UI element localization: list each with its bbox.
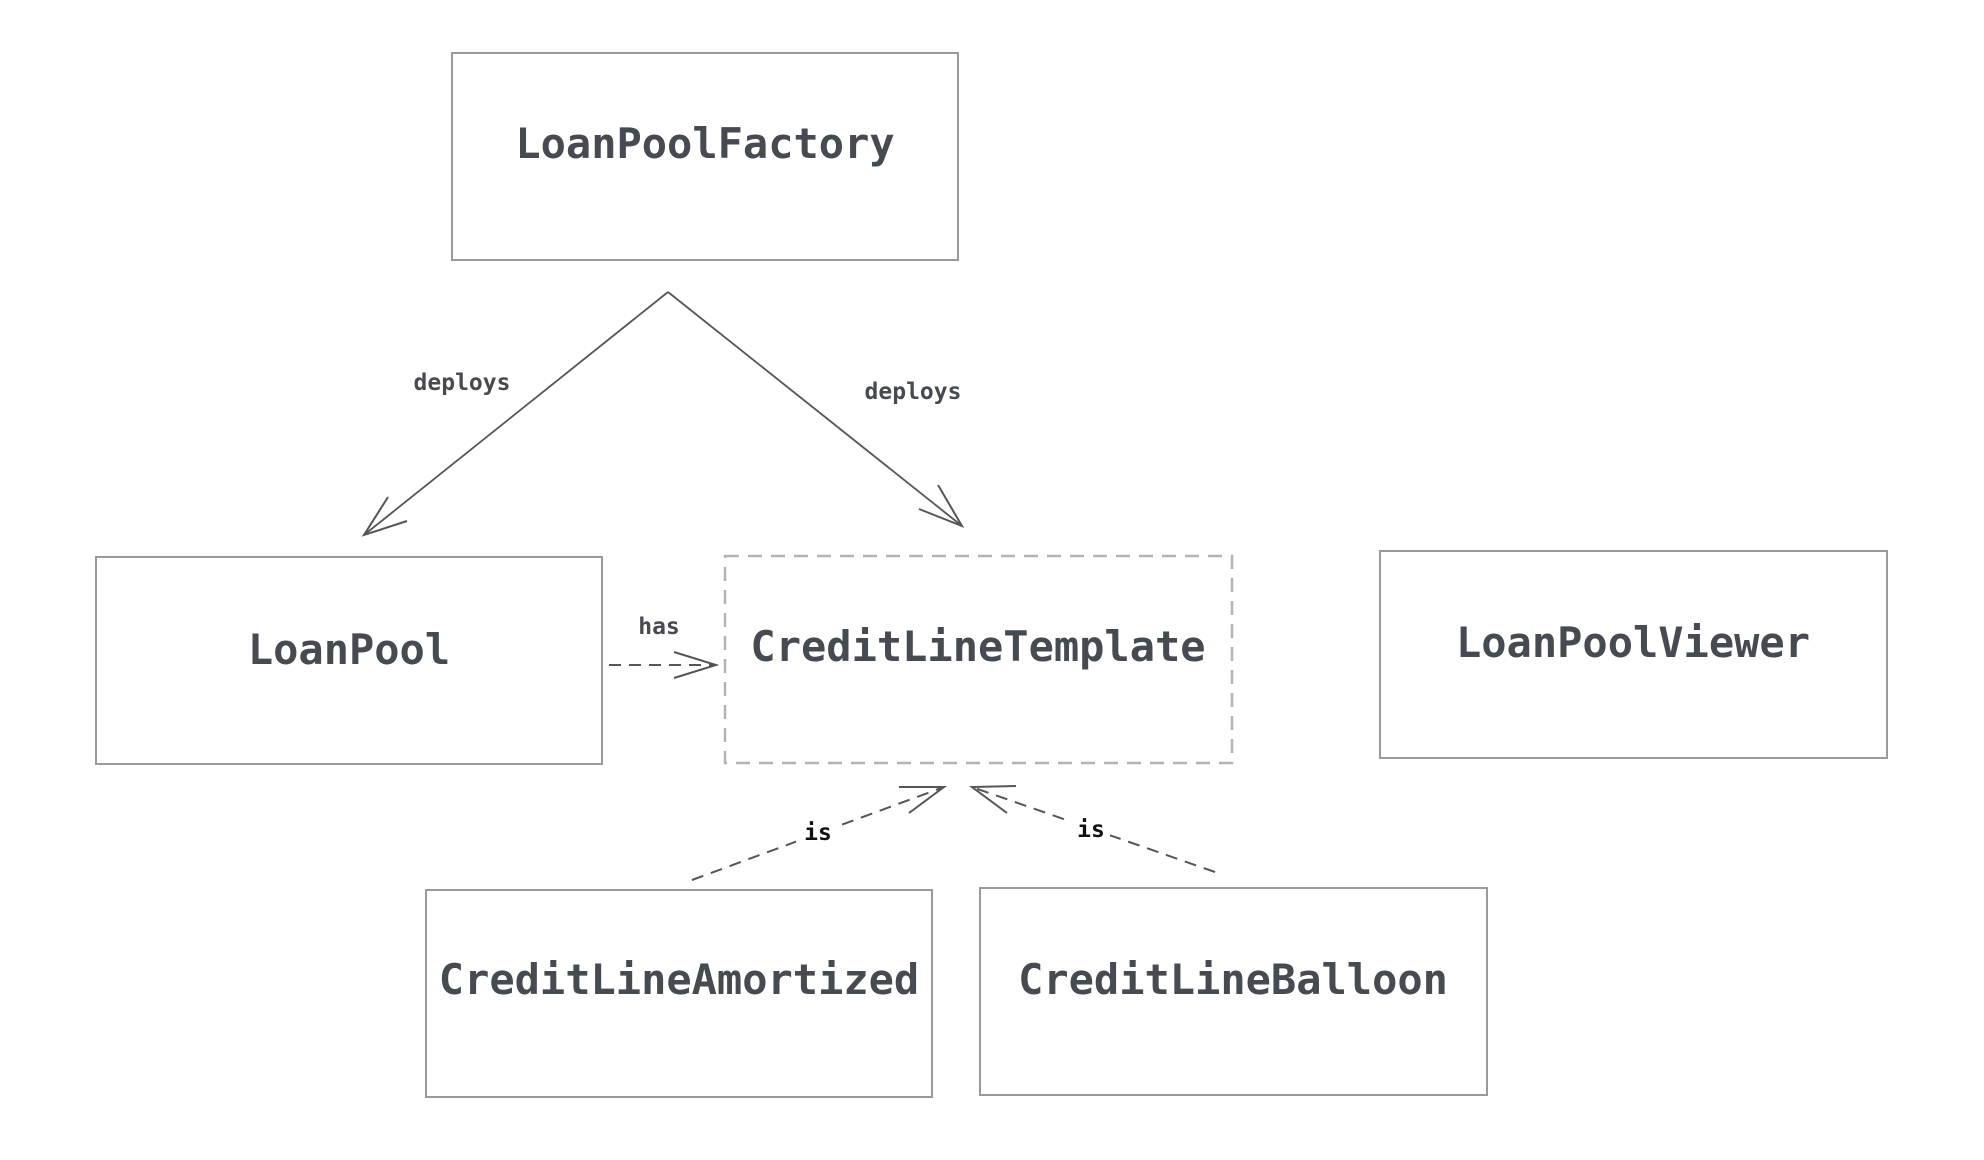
node-box	[425, 889, 933, 1098]
edge-label: is	[1077, 817, 1105, 843]
node-box	[451, 52, 959, 261]
node-credit-line-template: CreditLineTemplate	[723, 554, 1234, 765]
edge-balloon-is-template: is	[969, 785, 1216, 873]
edge-label: deploys	[865, 379, 962, 405]
edge-line	[363, 291, 669, 536]
edge-pool-has-template: has	[609, 614, 720, 679]
open-arrowhead	[361, 496, 408, 537]
edge-factory-deploys-pool: deploys	[361, 291, 669, 537]
node-loan-pool-factory: LoanPoolFactory	[451, 52, 959, 261]
edge-line	[667, 291, 963, 527]
node-label: CreditLineBalloon	[1018, 955, 1448, 1004]
edge-label: deploys	[414, 370, 511, 396]
node-box-dashed	[723, 554, 1234, 765]
open-arrowhead	[673, 651, 720, 679]
node-box	[979, 887, 1488, 1096]
node-label: LoanPoolFactory	[515, 119, 894, 168]
edge-label: has	[638, 614, 680, 640]
node-credit-line-amortized: CreditLineAmortized	[425, 889, 933, 1098]
open-arrowhead	[969, 785, 1017, 814]
node-loan-pool-viewer: LoanPoolViewer	[1379, 550, 1888, 759]
edge-line-dashed	[691, 786, 945, 881]
edge-label: is	[804, 820, 832, 846]
node-label: LoanPool	[248, 625, 450, 674]
open-arrowhead	[918, 484, 965, 528]
node-loan-pool: LoanPool	[95, 556, 603, 765]
edge-label-background	[796, 817, 836, 845]
edge-label-background	[1070, 813, 1110, 841]
open-arrowhead	[899, 786, 948, 814]
edge-amortized-is-template: is	[691, 786, 948, 881]
node-box	[95, 556, 603, 765]
node-label: CreditLineTemplate	[750, 622, 1205, 671]
node-label: LoanPoolViewer	[1456, 618, 1810, 667]
edge-factory-deploys-template: deploys	[667, 291, 965, 528]
node-credit-line-balloon: CreditLineBalloon	[979, 887, 1488, 1096]
node-box	[1379, 550, 1888, 759]
node-label: CreditLineAmortized	[439, 955, 919, 1004]
